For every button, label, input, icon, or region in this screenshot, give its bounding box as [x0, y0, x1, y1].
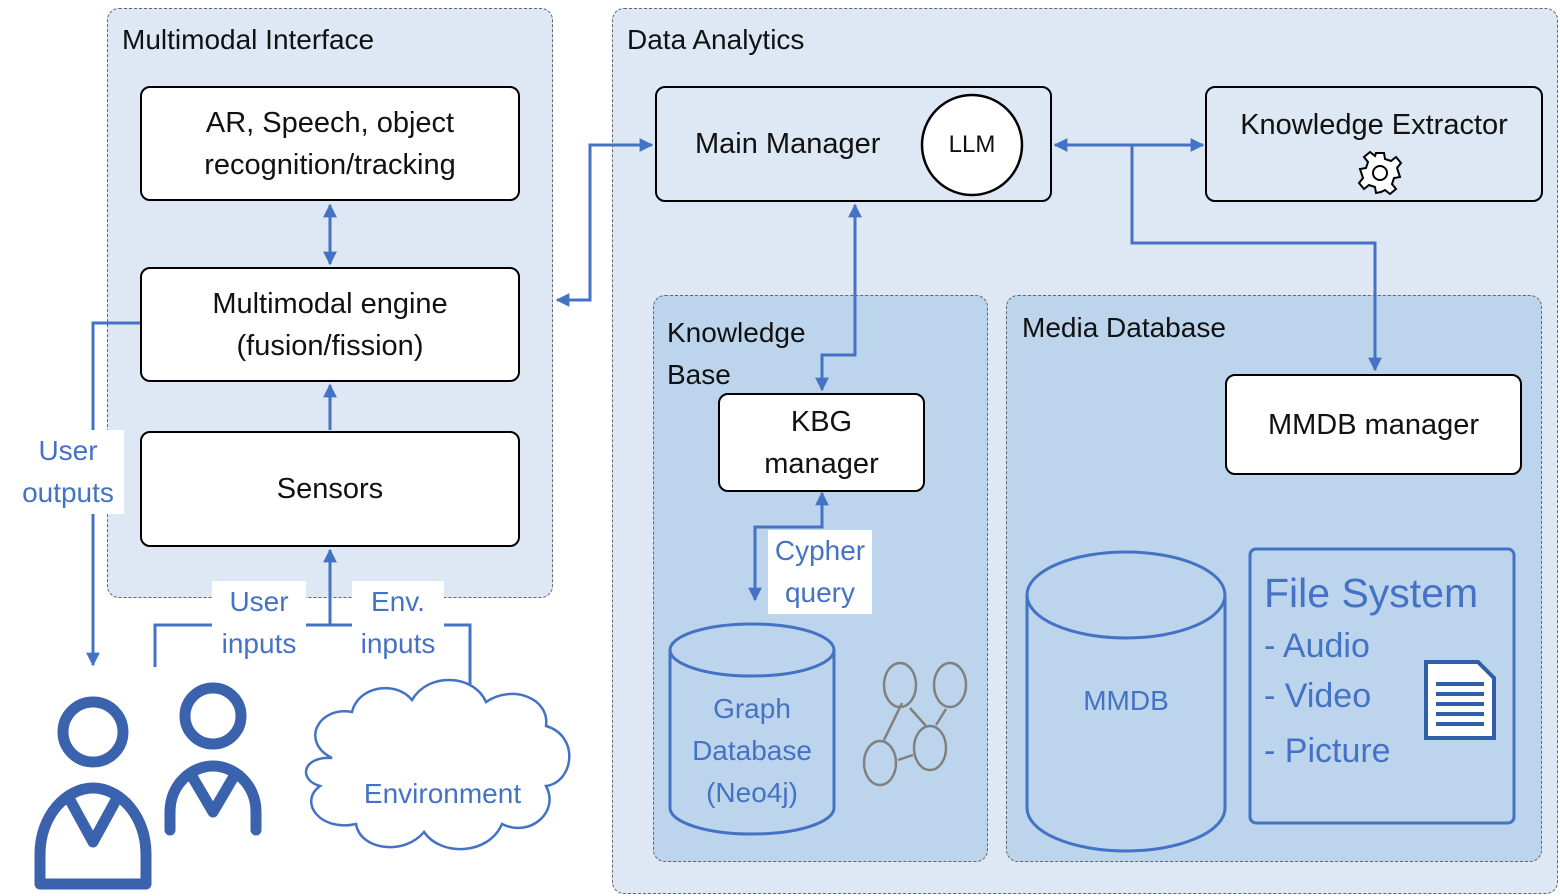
arrow-main-kbg: [815, 203, 862, 392]
arrow-to-mmdb-manager: [1130, 145, 1382, 372]
user-inputs-line: [153, 623, 472, 690]
cloud-icon: [304, 678, 571, 851]
user-outputs-line2: outputs: [22, 477, 114, 508]
file-system-item-audio: - Audio: [1264, 627, 1370, 665]
env-inputs-line2: inputs: [360, 628, 436, 659]
kbg-manager-box: KBG manager: [718, 393, 925, 492]
gear-icon: [1357, 150, 1403, 196]
engine-line2: (fusion/fission): [236, 329, 424, 362]
graph-database-cylinder: [668, 622, 836, 836]
graph-db-line1: Graph: [713, 693, 791, 724]
arrow-kbg-graphdb: [748, 491, 829, 602]
cypher-query-label: Cypher query: [768, 530, 872, 614]
env-inputs-label: Env. inputs: [352, 581, 444, 665]
document-icon: [1424, 660, 1496, 740]
arrow-user-outputs: [86, 321, 140, 667]
knowledge-base-title: Knowledge Base: [667, 317, 806, 390]
multimodal-interface-title: Multimodal Interface: [122, 24, 375, 55]
arrow-interface-main: [555, 138, 654, 307]
multimodal-engine-box: Multimodal engine (fusion/fission): [140, 267, 520, 382]
ar-speech-line2: recognition/tracking: [204, 148, 456, 181]
file-system-title: File System: [1264, 570, 1479, 616]
sensors-label: Sensors: [276, 473, 384, 505]
kbg-line2: manager: [764, 447, 879, 480]
llm-label: LLM: [948, 131, 996, 158]
user-inputs-line2: inputs: [221, 628, 297, 659]
data-analytics-title: Data Analytics: [627, 24, 805, 55]
mmdb-manager-label: MMDB manager: [1267, 408, 1480, 441]
mmdb-label: MMDB: [1083, 685, 1169, 716]
user-inputs-line1: User: [229, 586, 289, 617]
user-outputs-line1: User: [38, 435, 98, 466]
graph-db-line3: (Neo4j): [706, 777, 798, 808]
cypher-line2: query: [784, 577, 856, 608]
user-inputs-label: User inputs: [212, 581, 306, 665]
knowledge-extractor-box: Knowledge Extractor: [1205, 86, 1543, 202]
kbg-line1: KBG: [790, 405, 853, 438]
graph-db-line2: Database: [692, 735, 812, 766]
ar-speech-line1: AR, Speech, object: [205, 106, 455, 139]
file-system-item-video: - Video: [1264, 677, 1372, 715]
file-system-box: [1248, 547, 1516, 825]
mmdb-manager-box: MMDB manager: [1225, 374, 1522, 475]
cypher-line1: Cypher: [774, 535, 866, 566]
main-manager-label: Main Manager: [695, 128, 881, 160]
llm-circle: [920, 93, 1024, 197]
media-database-title: Media Database: [1022, 312, 1226, 343]
graph-database-label: Graph Database (Neo4j): [682, 688, 822, 814]
ar-speech-box: AR, Speech, object recognition/tracking: [140, 86, 520, 201]
main-manager-box: Main Manager: [655, 86, 1052, 202]
user-outputs-label: User outputs: [12, 430, 124, 514]
knowledge-extractor-label: Knowledge Extractor: [1240, 109, 1508, 141]
graph-network-icon: [862, 661, 968, 787]
file-system-item-picture: - Picture: [1264, 732, 1391, 770]
environment-label: Environment: [363, 778, 522, 809]
mmdb-cylinder: [1025, 550, 1227, 853]
users-icon: [34, 682, 262, 890]
env-inputs-line1: Env.: [371, 586, 425, 617]
sensors-box: Sensors: [140, 431, 520, 547]
engine-line1: Multimodal engine: [212, 287, 448, 320]
